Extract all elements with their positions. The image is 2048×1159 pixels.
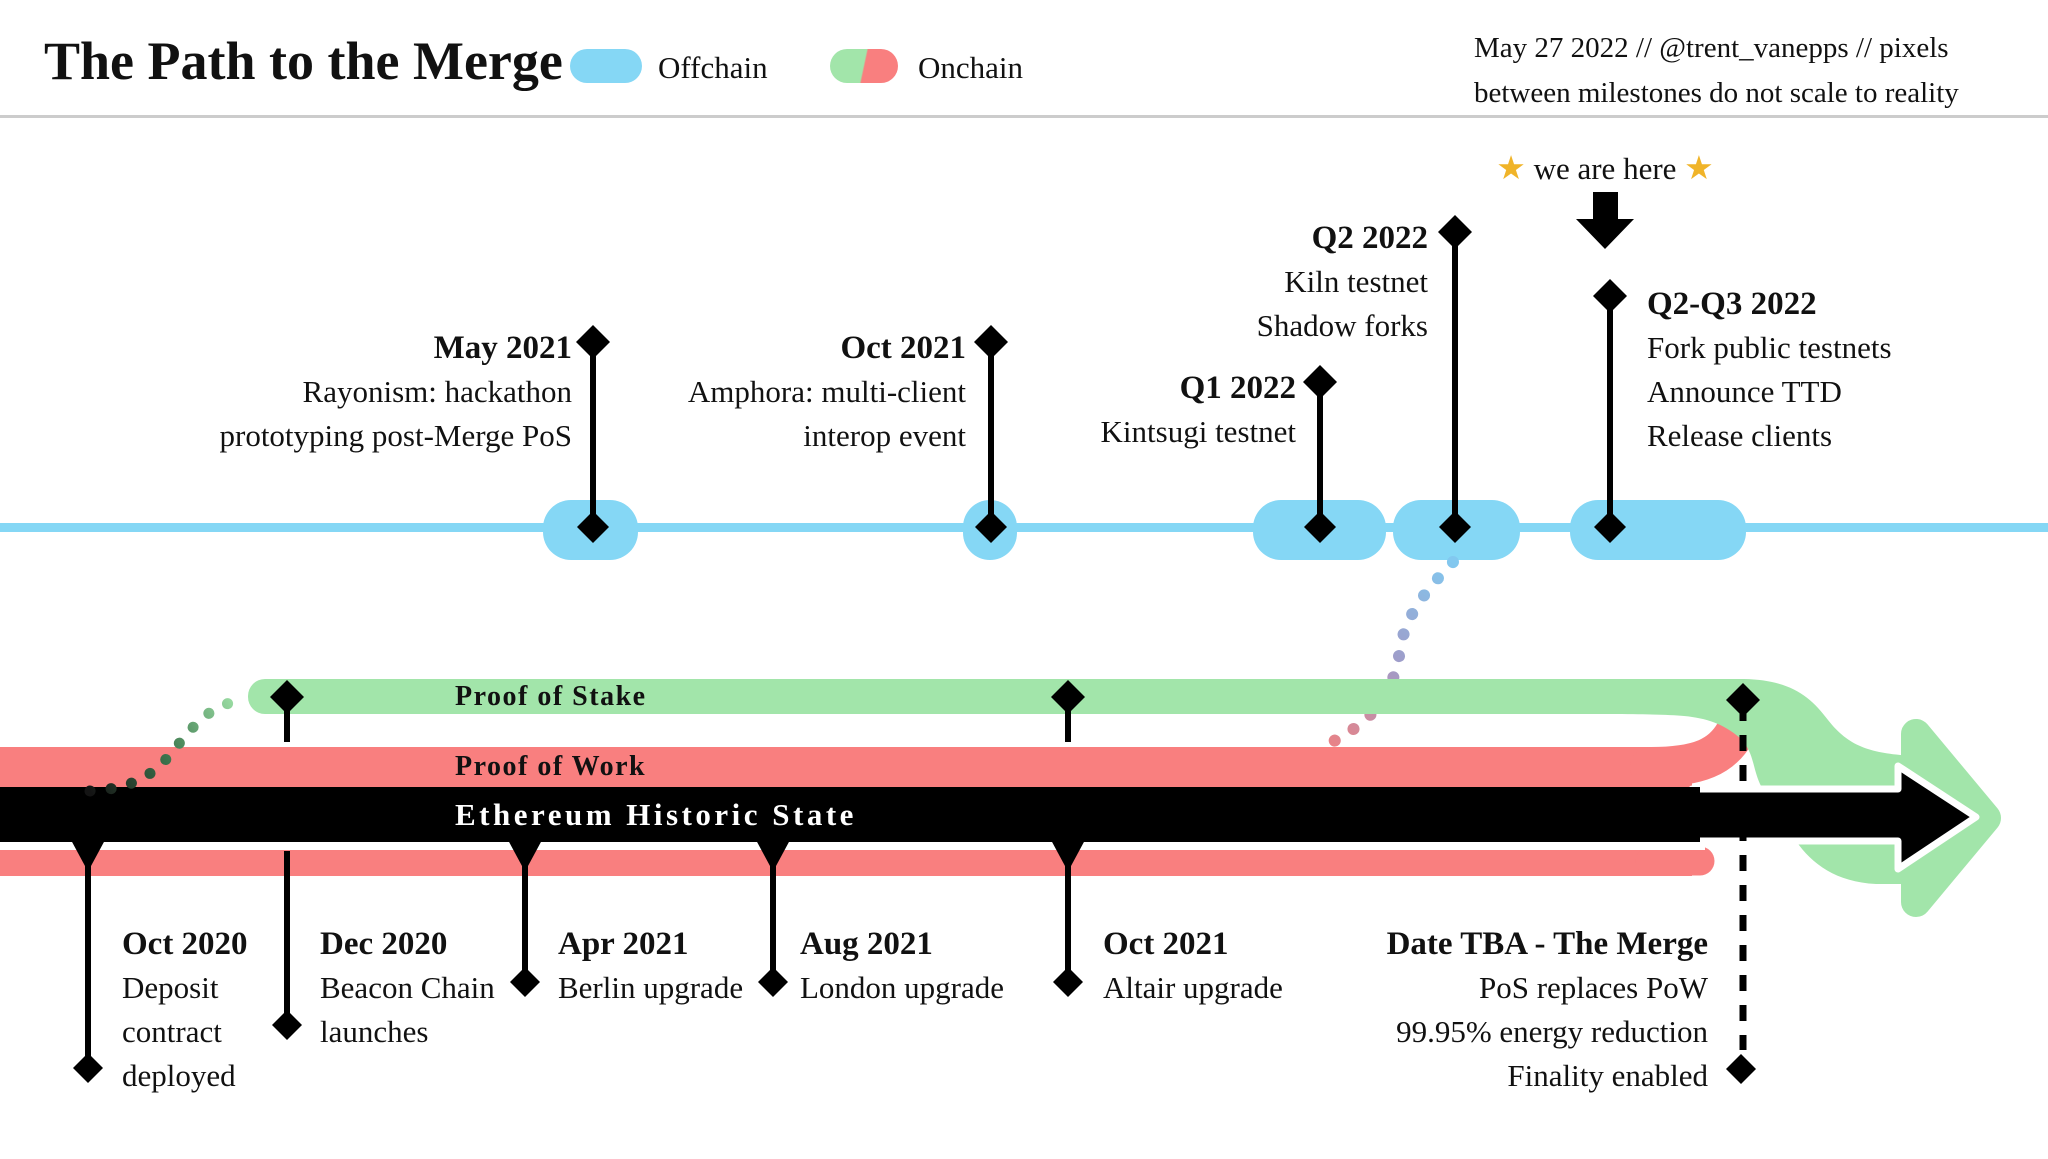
proof-of-work-label: Proof of Work (455, 751, 647, 782)
milestone-amphora: Oct 2021 Amphora: multi-client interop e… (540, 326, 966, 458)
legend-onchain-label: Onchain (918, 50, 1024, 85)
milestone-altair: Oct 2021 Altair upgrade (1103, 922, 1363, 1010)
milestone-line: Kintsugi testnet (1100, 414, 1296, 449)
milestone-line: Altair upgrade (1103, 970, 1283, 1005)
milestone-rayonism: May 2021 Rayonism: hackathon prototyping… (140, 326, 573, 458)
beacon-genesis-dotted-connector (84, 694, 248, 797)
milestone-line: deployed (122, 1058, 236, 1093)
milestone-kintsugi: Q1 2022 Kintsugi testnet (1020, 366, 1296, 454)
offchain-timeline-line (0, 500, 2048, 560)
milestone-the-merge: Date TBA - The Merge PoS replaces PoW 99… (1308, 922, 1708, 1098)
legend-offchain-label: Offchain (658, 50, 768, 85)
header-divider (0, 115, 2048, 118)
milestone-title: Dec 2020 (320, 926, 448, 962)
page-title: The Path to the Merge (44, 31, 563, 91)
shadow-fork-dotted-connector (1312, 556, 1459, 754)
stem-notches (71, 840, 1085, 866)
milestone-title: Oct 2021 (840, 330, 966, 366)
milestone-line: Berlin upgrade (558, 970, 744, 1005)
offchain-milestone-diamonds (576, 215, 1627, 543)
milestone-line: Finality enabled (1507, 1058, 1708, 1093)
merge-dashed-stem (1726, 683, 1760, 1084)
milestone-line: launches (320, 1014, 429, 1049)
milestone-title: Oct 2020 (122, 926, 248, 962)
milestone-line: 99.95% energy reduction (1396, 1014, 1708, 1049)
milestone-title: Q2-Q3 2022 (1647, 286, 1817, 322)
milestone-title: Apr 2021 (558, 926, 689, 962)
milestone-kiln: Q2 2022 Kiln testnet Shadow forks (1160, 216, 1428, 348)
milestone-title: Q2 2022 (1311, 220, 1428, 256)
milestone-london: Aug 2021 London upgrade (800, 922, 1060, 1010)
milestone-line: Amphora: multi-client (687, 374, 966, 409)
milestone-line: Fork public testnets (1647, 330, 1892, 365)
milestone-public-testnets: Q2-Q3 2022 Fork public testnets Announce… (1647, 282, 1987, 458)
milestone-deposit-contract: Oct 2020 Deposit contract deployed (122, 922, 352, 1098)
milestone-title: Oct 2021 (1103, 926, 1229, 962)
credit-line-1: May 27 2022 // @trent_vanepps // pixels (1474, 32, 1949, 64)
milestone-line: Shadow forks (1256, 308, 1428, 343)
milestone-beacon-chain: Dec 2020 Beacon Chain launches (320, 922, 590, 1054)
pos-band-markers (270, 680, 1085, 742)
legend-onchain-pill-icon (830, 49, 898, 83)
onchain-milestone-diamonds (73, 967, 1083, 1083)
we-are-here-arrow-icon (1576, 192, 1634, 249)
star-icon: ★ (1684, 148, 1714, 187)
milestone-title: May 2021 (433, 330, 572, 366)
legend-offchain-pill-icon (570, 49, 642, 83)
milestone-title: Q1 2022 (1179, 370, 1296, 406)
historic-state-band (0, 787, 1700, 842)
milestone-line: London upgrade (800, 970, 1005, 1005)
milestone-line: contract (122, 1014, 222, 1049)
milestone-line: Deposit (122, 970, 219, 1005)
milestone-line: PoS replaces PoW (1478, 970, 1708, 1005)
milestone-line: interop event (803, 418, 966, 453)
we-are-here-annotation: ★ we are here ★ (1480, 148, 1730, 187)
milestone-title: Aug 2021 (800, 926, 933, 962)
historic-state-label: Ethereum Historic State (455, 796, 857, 832)
proof-of-stake-label: Proof of Stake (455, 680, 647, 712)
we-are-here-label: we are here (1533, 151, 1677, 186)
milestone-line: Announce TTD (1647, 374, 1842, 409)
milestone-berlin: Apr 2021 Berlin upgrade (558, 922, 808, 1010)
credit-line-2: between milestones do not scale to reali… (1474, 77, 1959, 109)
milestone-line: Beacon Chain (320, 970, 495, 1005)
historic-state-arrowhead (1688, 762, 1980, 873)
milestone-line: Rayonism: hackathon (302, 374, 572, 409)
offchain-pill-q2-q3-2022 (1570, 500, 1746, 560)
milestone-line: Kiln testnet (1284, 264, 1428, 299)
milestone-title: Date TBA - The Merge (1386, 926, 1708, 962)
milestone-line: prototyping post-Merge PoS (219, 418, 573, 453)
star-icon: ★ (1496, 148, 1526, 187)
milestone-line: Release clients (1647, 418, 1833, 453)
offchain-milestone-stems (590, 232, 1613, 527)
